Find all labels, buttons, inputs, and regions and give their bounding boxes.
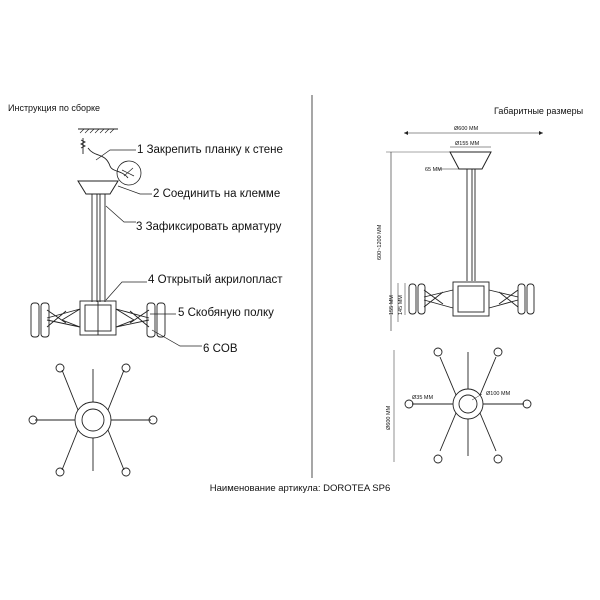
- dimensions-header: Габаритные размеры: [494, 106, 583, 116]
- canopy-height-label: 65 MM: [425, 167, 442, 173]
- lamp-diameter-label: Ø35 MM: [412, 395, 434, 401]
- assembly-header: Инструкция по сборке: [8, 103, 100, 113]
- step-1-label: 1 Закрепить планку к стене: [137, 144, 283, 156]
- hub-diameter-label: Ø100 MM: [486, 391, 511, 397]
- width-dimension-label: Ø600 MM: [454, 126, 479, 132]
- assembly-top-view: [28, 363, 158, 477]
- canopy-diameter-label: Ø155 MM: [455, 141, 480, 147]
- assembly-side-view: [30, 128, 166, 338]
- dimensions-top-view: [393, 347, 532, 464]
- step-4-label: 4 Открытый акрилопласт: [148, 274, 283, 286]
- step-6-label: 6 COB: [203, 343, 238, 355]
- height-dimension-label: 600~1200 MM: [377, 224, 383, 260]
- arm-height-2-label: 145 MM: [398, 295, 404, 315]
- step-5-label: 5 Скобяную полку: [178, 307, 274, 319]
- step-3-label: 3 Зафиксировать арматуру: [136, 221, 282, 233]
- top-view-diameter-label: Ø600 MM: [386, 405, 392, 430]
- arm-height-1-label: 155 MM: [389, 295, 395, 315]
- article-name-footer: Наименование артикула: DOROTEA SP6: [210, 483, 390, 494]
- step-2-label: 2 Соединить на клемме: [153, 188, 280, 200]
- step-leaders: [95, 149, 202, 347]
- dimensions-side-view: [386, 131, 543, 331]
